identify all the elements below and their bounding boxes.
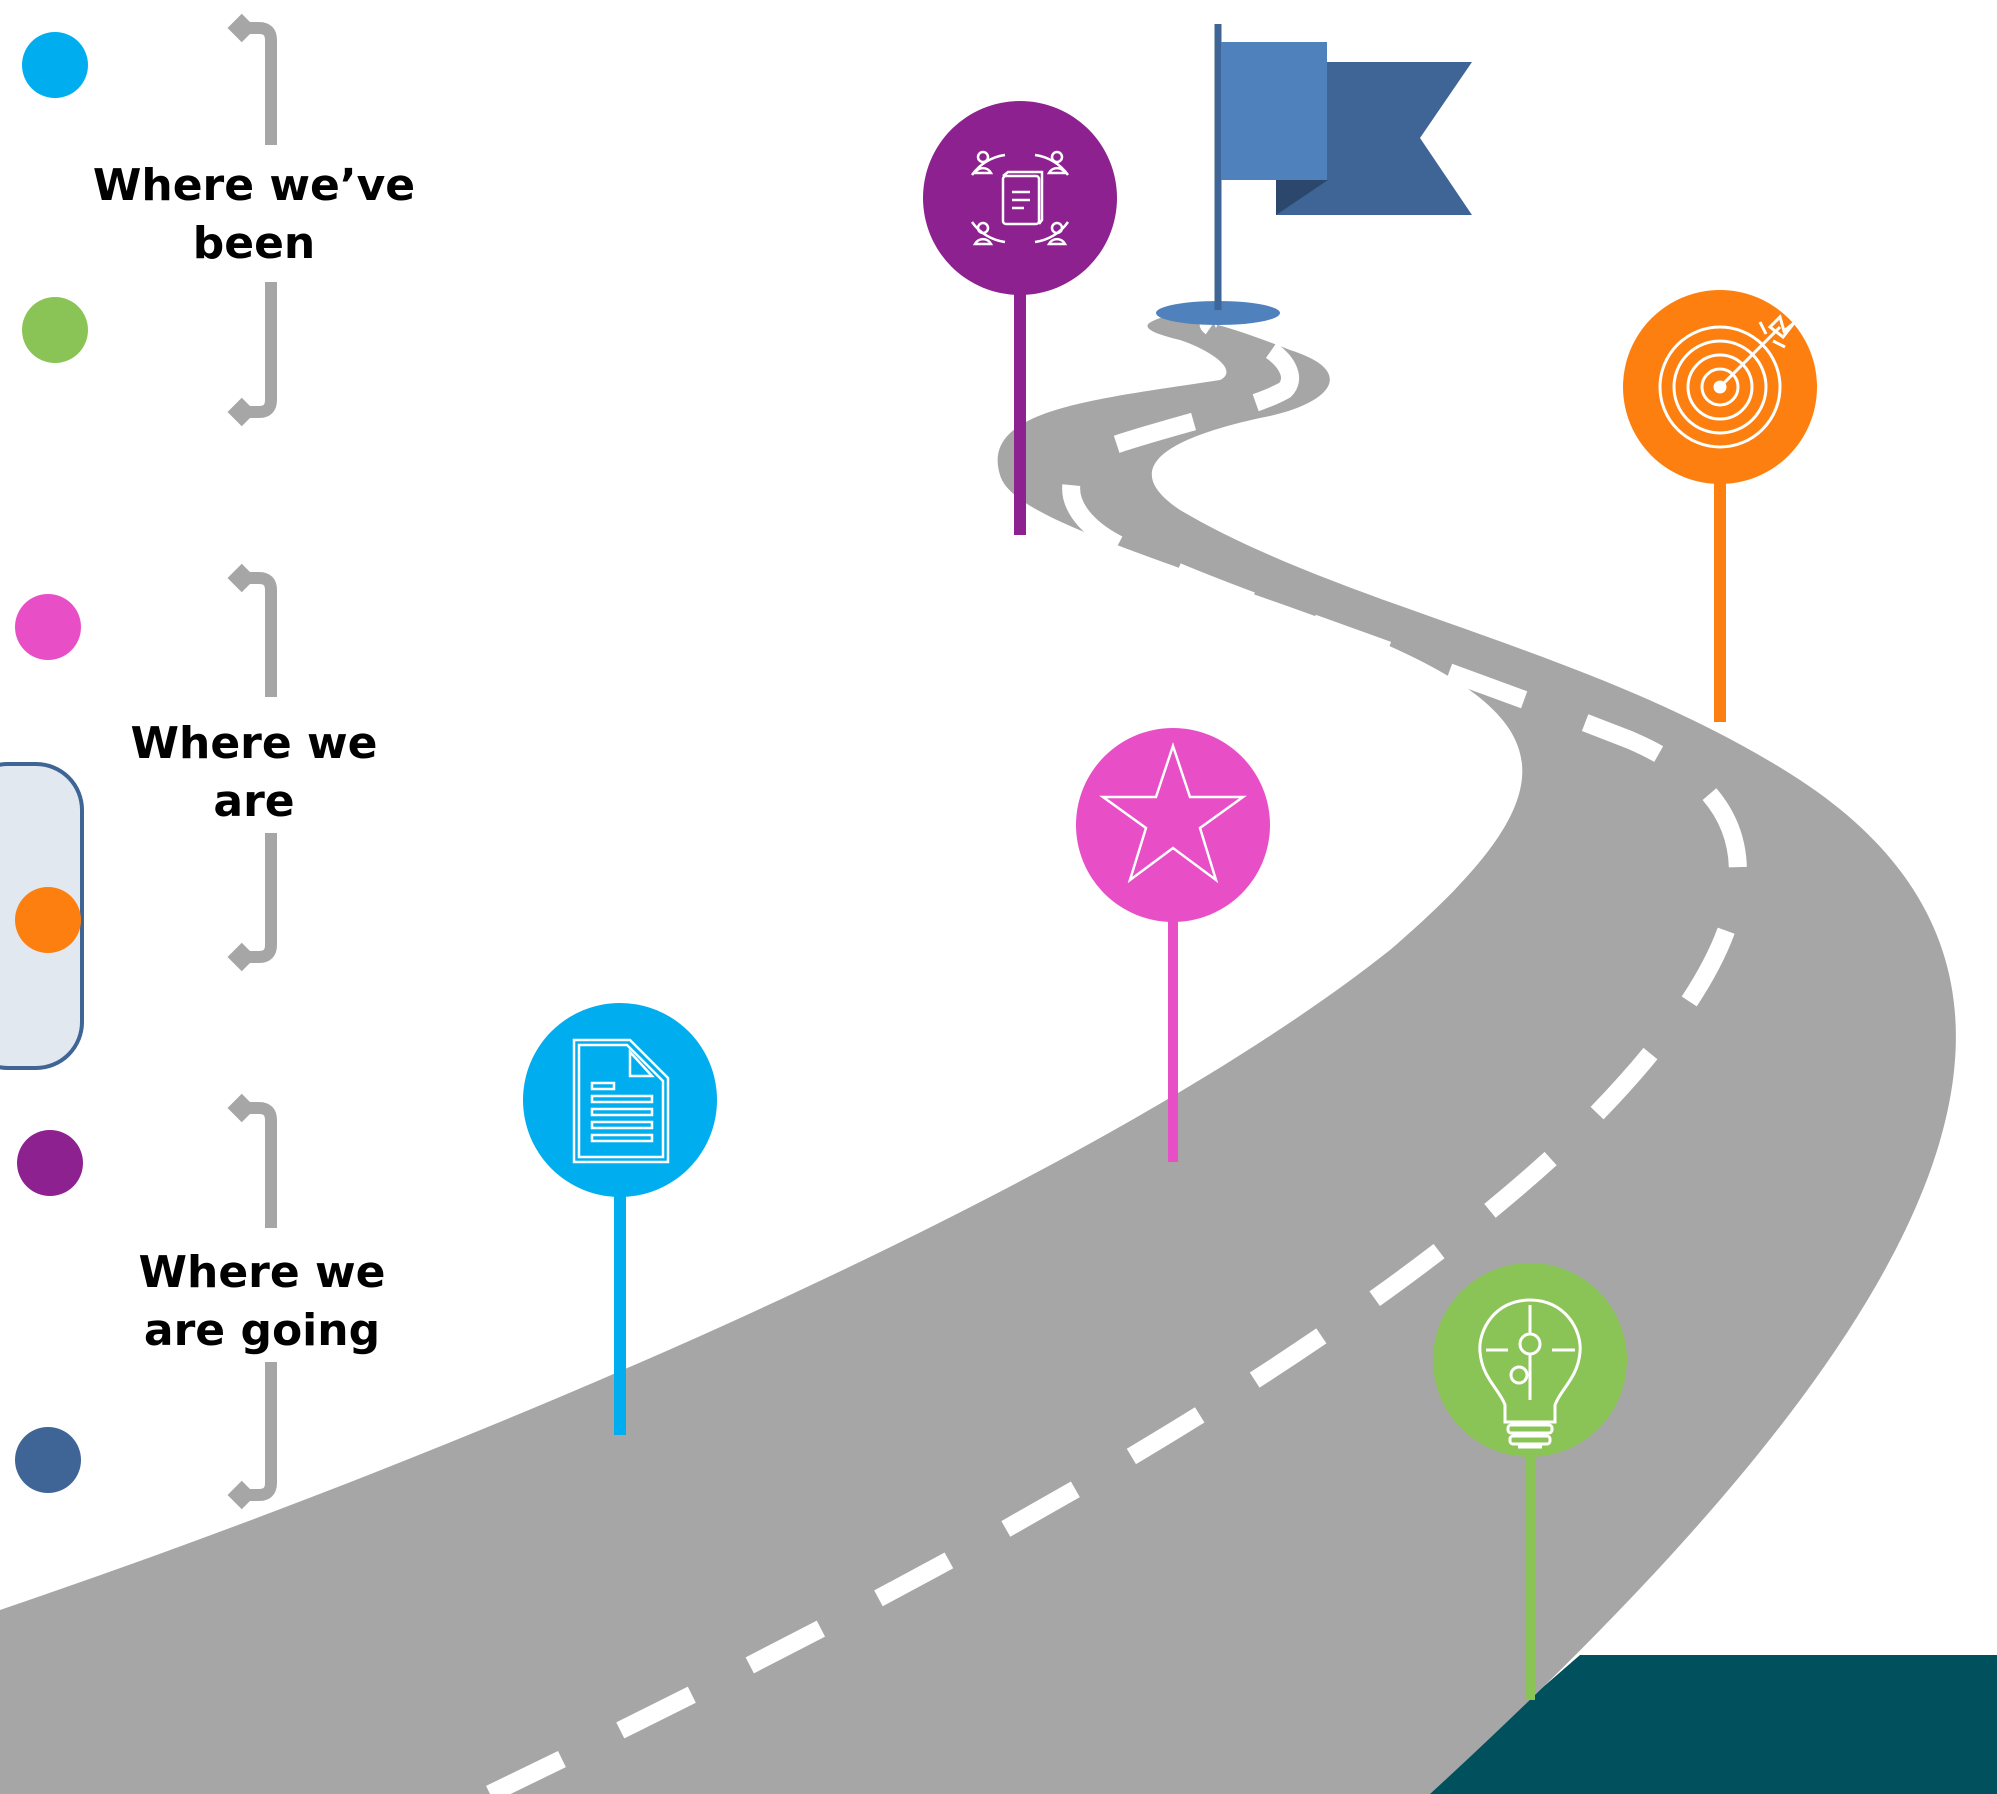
document-icon xyxy=(572,1038,670,1164)
corner-block xyxy=(1420,1655,1997,1794)
document-marker xyxy=(523,1003,717,1197)
team-book-icon xyxy=(970,150,1070,246)
navy-dot xyxy=(15,1427,81,1493)
lane-dashes xyxy=(486,311,1747,1794)
green-dot xyxy=(22,297,88,363)
bracket-been xyxy=(227,13,277,427)
orange-dot xyxy=(15,887,81,953)
star-icon xyxy=(1099,742,1247,884)
bracket-going xyxy=(227,1093,277,1510)
phase-label-going: Where we are going xyxy=(138,1247,386,1356)
lightbulb-puzzle-icon xyxy=(1478,1298,1582,1449)
target-icon xyxy=(1658,314,1796,449)
purple-dot xyxy=(17,1130,83,1196)
pink-dot xyxy=(15,594,81,660)
finish-flag xyxy=(1156,24,1472,325)
team-book-marker xyxy=(923,101,1117,295)
star-marker xyxy=(1076,728,1270,922)
bracket-are xyxy=(227,563,277,972)
road xyxy=(0,316,1956,1794)
phase-label-been: Where we’ve been xyxy=(92,160,416,269)
blue-dot xyxy=(22,32,88,98)
phase-label-are: Where we are xyxy=(130,718,378,827)
